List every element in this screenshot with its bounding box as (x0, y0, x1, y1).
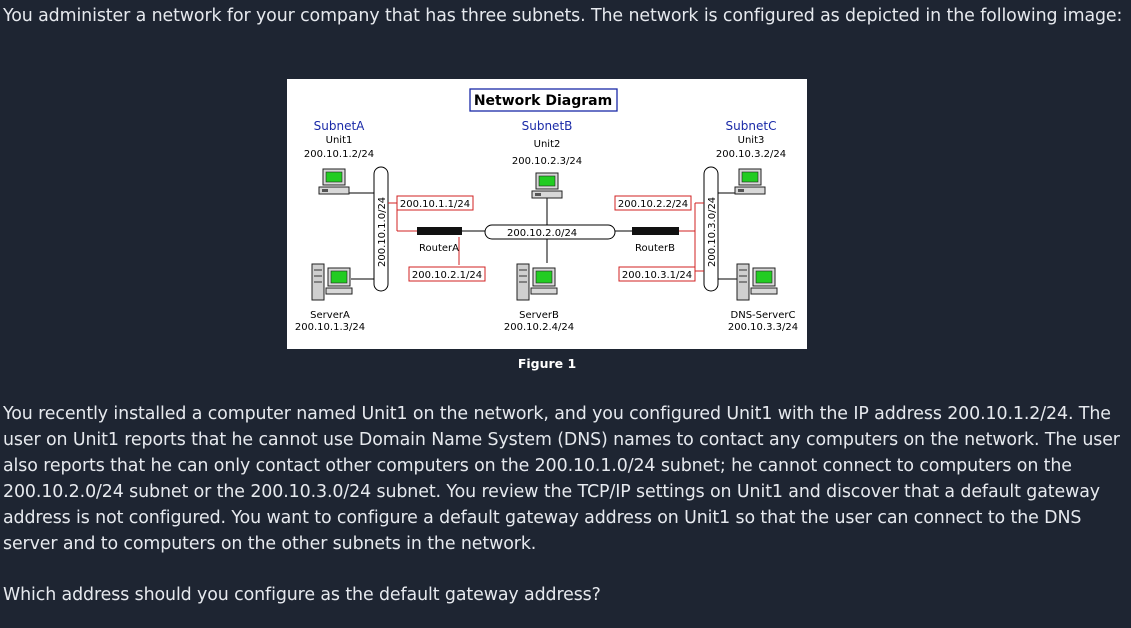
subnet-b-label: SubnetB (522, 119, 573, 133)
server-b-ip: 200.10.2.4/24 (504, 322, 574, 333)
unit1-ip: 200.10.1.2/24 (304, 149, 374, 160)
network-diagram: Network Diagram SubnetA Unit1 200.10.1.2… (287, 79, 807, 349)
unit2-computer-icon (531, 172, 563, 199)
segment-b-label: 200.10.2.0/24 (507, 228, 577, 239)
subnet-a-label: SubnetA (314, 119, 366, 133)
router-b-if-b: 200.10.2.2/24 (618, 199, 688, 210)
router-b-label: RouterB (635, 243, 675, 254)
intro-text: You administer a network for your compan… (3, 6, 1123, 26)
server-b-icon (516, 263, 558, 301)
server-a-ip: 200.10.1.3/24 (295, 322, 365, 333)
unit3-ip: 200.10.3.2/24 (716, 149, 786, 160)
question-text: Which address should you configure as th… (3, 585, 601, 605)
diagram-title: Network Diagram (474, 93, 612, 109)
router-a-if-b: 200.10.2.1/24 (412, 270, 482, 281)
subnet-c-label: SubnetC (726, 119, 777, 133)
router-b-icon (632, 227, 679, 235)
server-b-label: ServerB (519, 310, 559, 321)
dns-server-c-ip: 200.10.3.3/24 (728, 322, 798, 333)
unit3-label: Unit3 (738, 135, 765, 146)
router-a-if-a: 200.10.1.1/24 (400, 199, 470, 210)
dns-server-c-icon (736, 263, 778, 301)
dns-server-c-label: DNS-ServerC (731, 310, 796, 321)
unit2-ip: 200.10.2.3/24 (512, 156, 582, 167)
unit1-computer-icon (318, 168, 350, 195)
unit3-computer-icon (734, 168, 766, 195)
router-b-if-c: 200.10.3.1/24 (622, 270, 692, 281)
server-a-label: ServerA (310, 310, 350, 321)
scenario-text: You recently installed a computer named … (3, 404, 1120, 554)
segment-c-label: 200.10.3.0/24 (707, 197, 718, 267)
figure-caption: Figure 1 (517, 356, 577, 371)
router-a-label: RouterA (419, 243, 459, 254)
unit1-label: Unit1 (326, 135, 353, 146)
router-a-icon (417, 227, 462, 235)
segment-a-label: 200.10.1.0/24 (377, 197, 388, 267)
unit2-label: Unit2 (534, 139, 561, 150)
server-a-icon (311, 263, 353, 301)
